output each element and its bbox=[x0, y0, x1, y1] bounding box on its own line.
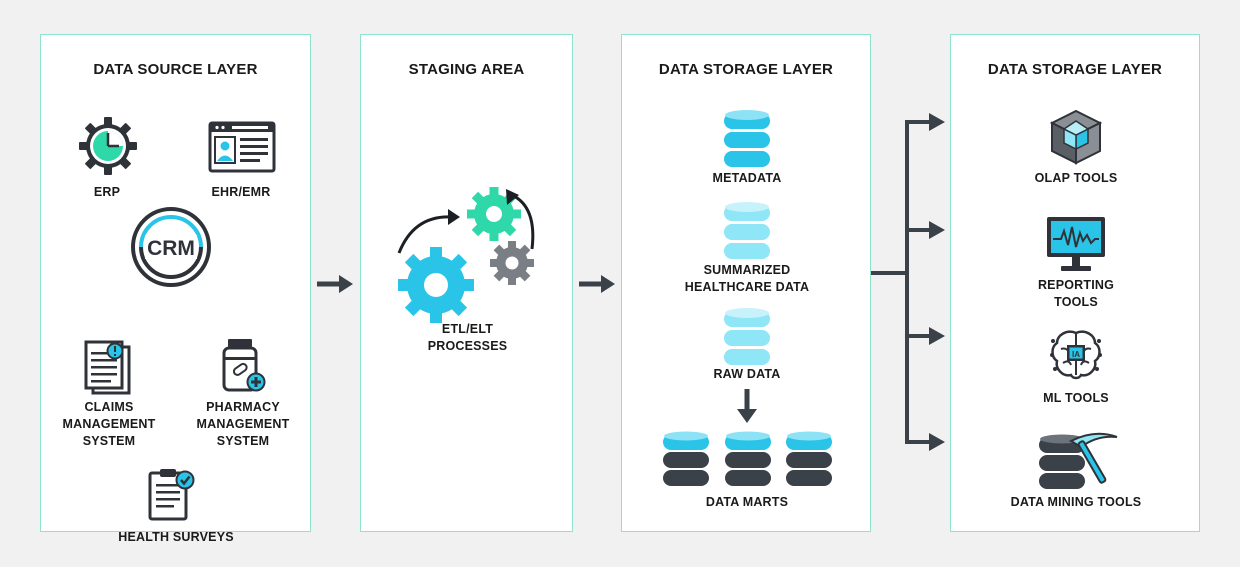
erp-label: ERP bbox=[93, 185, 121, 199]
gears-icon bbox=[394, 167, 544, 327]
reporting-tools-label: REPORTING TOOLS bbox=[1037, 278, 1115, 309]
crm-icon-text: CRM bbox=[147, 237, 195, 260]
metadata-label: METADATA bbox=[712, 171, 782, 185]
panel-title: DATA STORAGE LAYER bbox=[987, 61, 1163, 78]
svg-text:IA: IA bbox=[1072, 350, 1080, 359]
crm-circle-icon: CRM bbox=[129, 205, 213, 289]
database-pickaxe-icon bbox=[1037, 427, 1121, 493]
brain-chip-icon: IA bbox=[1049, 327, 1103, 383]
claims-label: CLAIMS MANAGEMENT SYSTEM bbox=[62, 400, 156, 448]
branch-arrows bbox=[871, 112, 949, 452]
health-surveys-label: HEALTH SURVEYS bbox=[118, 530, 234, 544]
olap-tools-label: OLAP TOOLS bbox=[1034, 171, 1118, 185]
database-icon bbox=[723, 307, 771, 369]
data-mining-tools-label: DATA MINING TOOLS bbox=[1010, 495, 1142, 509]
database-icon bbox=[723, 109, 771, 171]
claims-document-icon bbox=[83, 339, 133, 395]
pharmacy-label: PHARMACY MANAGEMENT SYSTEM bbox=[196, 400, 290, 448]
gear-clock-icon bbox=[77, 115, 139, 177]
cube-icon bbox=[1050, 109, 1102, 165]
browser-profile-icon bbox=[208, 121, 276, 173]
monitor-chart-icon bbox=[1045, 215, 1107, 275]
flow-arrow bbox=[579, 274, 617, 294]
etl-elt-label: ETL/ELT PROCESSES bbox=[427, 322, 508, 353]
ehr-emr-label: EHR/EMR bbox=[211, 185, 271, 199]
summarized-label: SUMMARIZED HEALTHCARE DATA bbox=[684, 263, 810, 294]
data-source-layer-panel: DATA SOURCE LAYER ERP bbox=[40, 34, 311, 544]
flow-arrow bbox=[317, 274, 355, 294]
data-marts-label: DATA MARTS bbox=[705, 495, 789, 509]
tools-layer-panel: DATA STORAGE LAYER OLAP TOOLS REPORTING … bbox=[950, 34, 1200, 532]
down-arrow-icon bbox=[736, 389, 758, 425]
database-icon bbox=[723, 201, 771, 263]
clipboard-check-icon bbox=[147, 467, 197, 523]
panel-title: STAGING AREA bbox=[408, 61, 525, 78]
ml-tools-label: ML TOOLS bbox=[1043, 391, 1109, 405]
data-storage-layer-panel: DATA STORAGE LAYER METADATA SUMMARIZED H… bbox=[621, 34, 871, 532]
pill-bottle-icon bbox=[219, 337, 269, 395]
raw-data-label: RAW DATA bbox=[713, 367, 781, 381]
staging-area-panel: STAGING AREA bbox=[360, 34, 573, 532]
panel-title: DATA STORAGE LAYER bbox=[658, 61, 834, 78]
panel-title: DATA SOURCE LAYER bbox=[93, 61, 258, 78]
database-group-icon bbox=[662, 431, 834, 489]
